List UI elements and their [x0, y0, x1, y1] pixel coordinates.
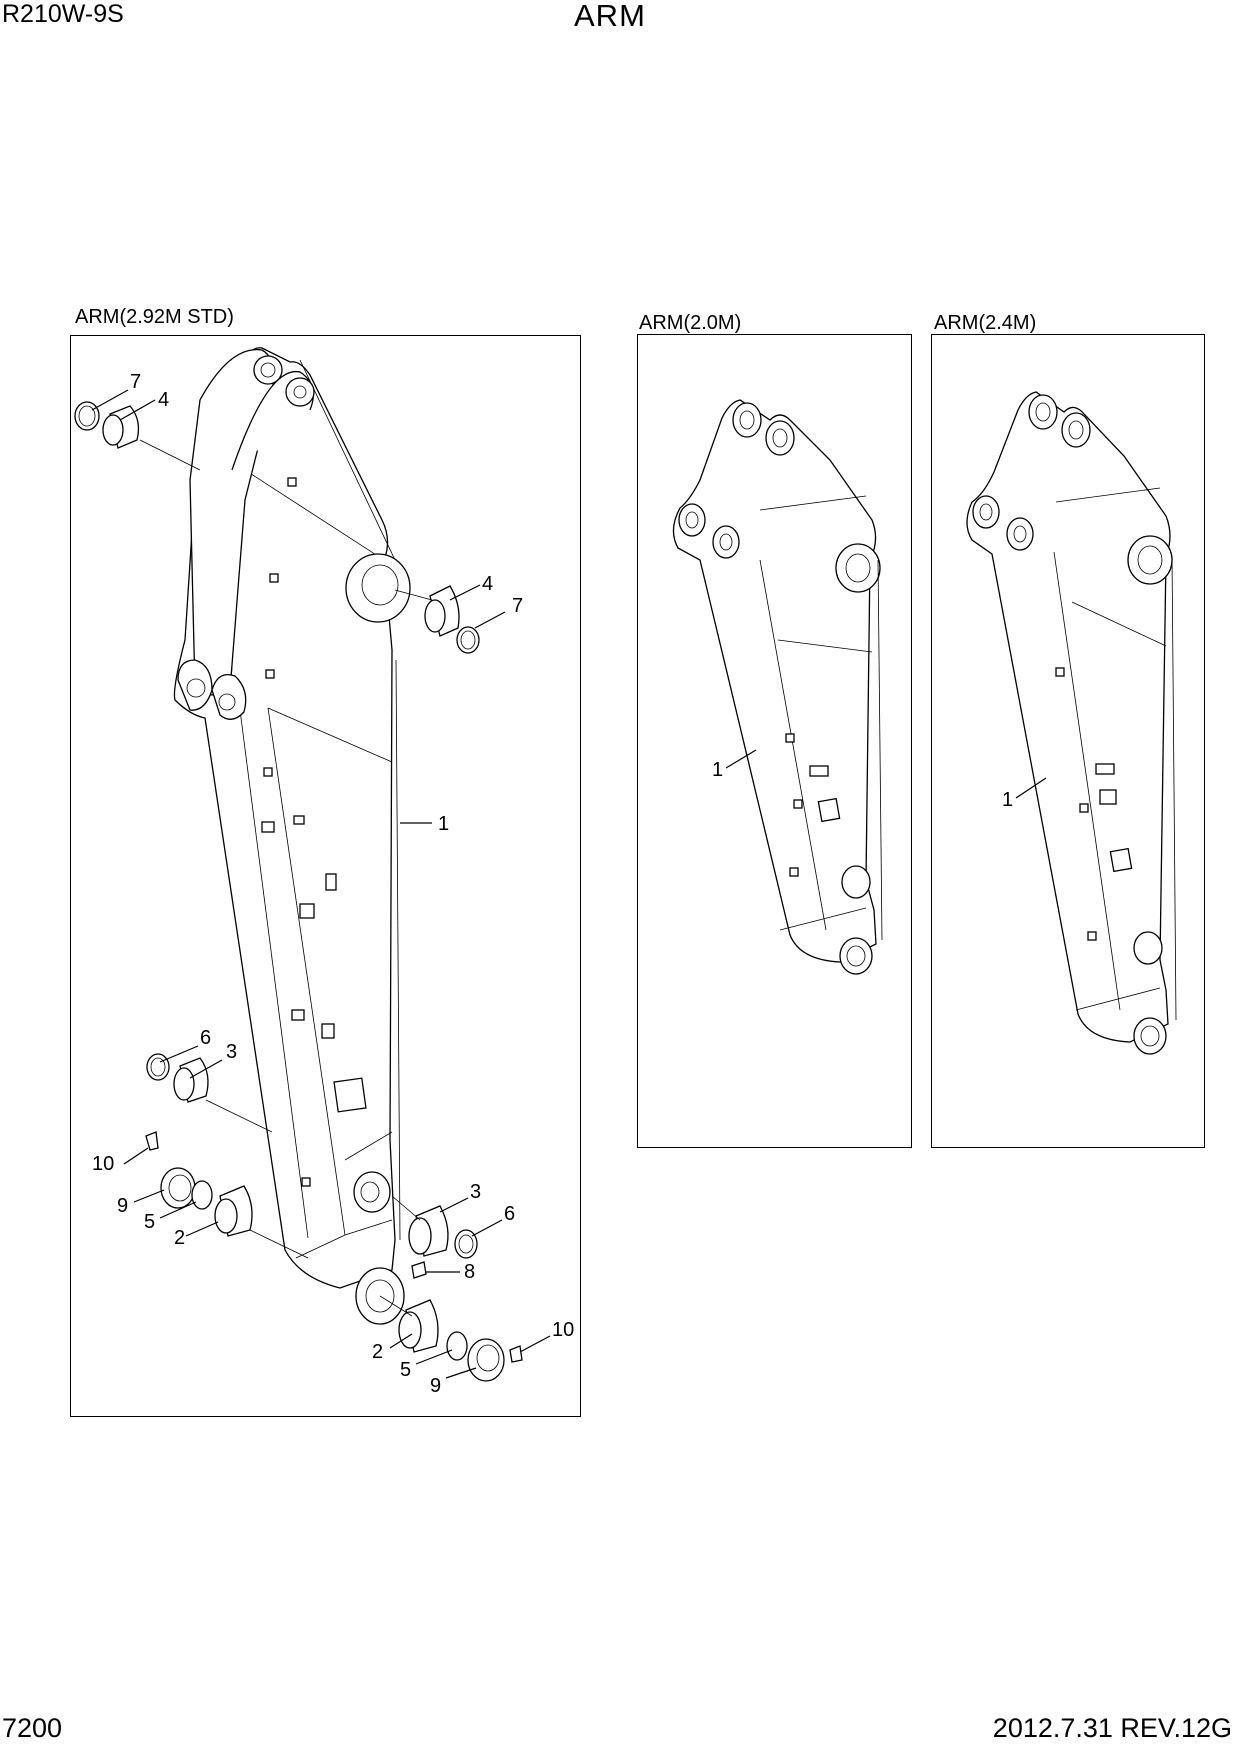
callout-5: 5 — [144, 1211, 155, 1233]
callout-1: 1 — [1002, 789, 1013, 811]
arm-292-leader-lines — [91, 389, 551, 1379]
callout-10: 10 — [92, 1153, 114, 1175]
callout-1: 1 — [712, 759, 723, 781]
date-revision: 2012.7.31 REV.12G — [992, 1713, 1232, 1743]
callout-6: 6 — [200, 1027, 211, 1049]
callout-9: 9 — [117, 1195, 128, 1217]
arm-292-exploded-parts — [74, 401, 523, 1382]
callout-2: 2 — [372, 1341, 383, 1363]
arm-20-diagram: 1 — [672, 399, 883, 975]
arm-292-body — [173, 347, 411, 1325]
callout-4: 4 — [158, 389, 169, 411]
callout-8: 8 — [464, 1261, 475, 1283]
callout-7: 7 — [512, 595, 523, 617]
callout-1: 1 — [438, 813, 449, 835]
callout-3: 3 — [470, 1181, 481, 1203]
panel-title-arm-20: ARM(2.0M) — [639, 312, 742, 334]
panel-frame-arm-24 — [931, 334, 1205, 1148]
callout-4: 4 — [482, 573, 493, 595]
callout-6: 6 — [504, 1203, 515, 1225]
callout-2: 2 — [174, 1227, 185, 1249]
panel-title-arm-24: ARM(2.4M) — [934, 312, 1037, 334]
panel-frame-arm-292 — [70, 335, 581, 1417]
arm-24-diagram: 1 — [966, 391, 1177, 1055]
callout-5: 5 — [400, 1359, 411, 1381]
model-code: R210W-9S — [2, 0, 124, 28]
callout-9: 9 — [430, 1375, 441, 1397]
callout-7: 7 — [130, 371, 141, 393]
callout-3: 3 — [226, 1041, 237, 1063]
panel-frame-arm-20 — [637, 334, 912, 1148]
page-title: ARM — [574, 0, 646, 33]
page-number: 7200 — [2, 1713, 63, 1743]
panel-title-arm-292: ARM(2.92M STD) — [75, 306, 234, 328]
callout-10: 10 — [552, 1319, 574, 1341]
arm-292-callouts: 7 4 4 7 1 6 3 10 9 5 2 3 6 8 10 2 5 9 — [92, 371, 574, 1397]
